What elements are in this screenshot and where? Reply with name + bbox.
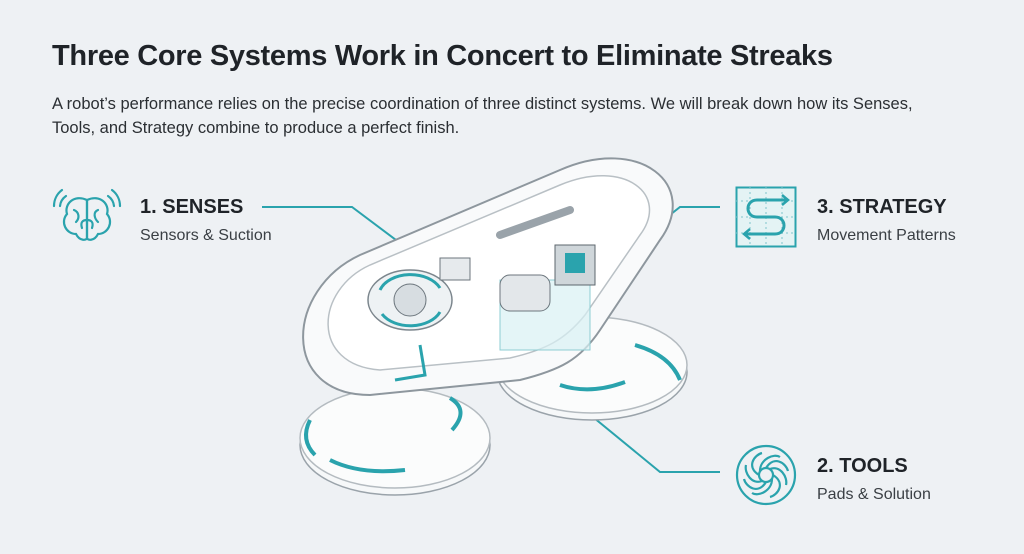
- page-subtitle: A robot’s performance relies on the prec…: [52, 95, 913, 137]
- brain-signal-icon: [52, 188, 122, 241]
- strategy-caption: Movement Patterns: [817, 227, 956, 244]
- robot-body: [302, 157, 674, 397]
- strategy-heading: 3. STRATEGY: [817, 196, 947, 218]
- tools-heading: 2. TOOLS: [817, 455, 908, 477]
- strategy-label: 3. STRATEGY Movement Patterns: [817, 196, 956, 245]
- spiral-pad-icon: [735, 444, 797, 506]
- tools-label: 2. TOOLS Pads & Solution: [817, 455, 931, 504]
- senses-label: 1. SENSES Sensors & Suction: [140, 196, 272, 245]
- senses-heading: 1. SENSES: [140, 196, 244, 218]
- page-title: Three Core Systems Work in Concert to El…: [52, 40, 833, 72]
- senses-caption: Sensors & Suction: [140, 227, 272, 244]
- tools-caption: Pads & Solution: [817, 486, 931, 503]
- s-path-grid-icon: [735, 186, 797, 248]
- cleaning-pads: [299, 316, 688, 496]
